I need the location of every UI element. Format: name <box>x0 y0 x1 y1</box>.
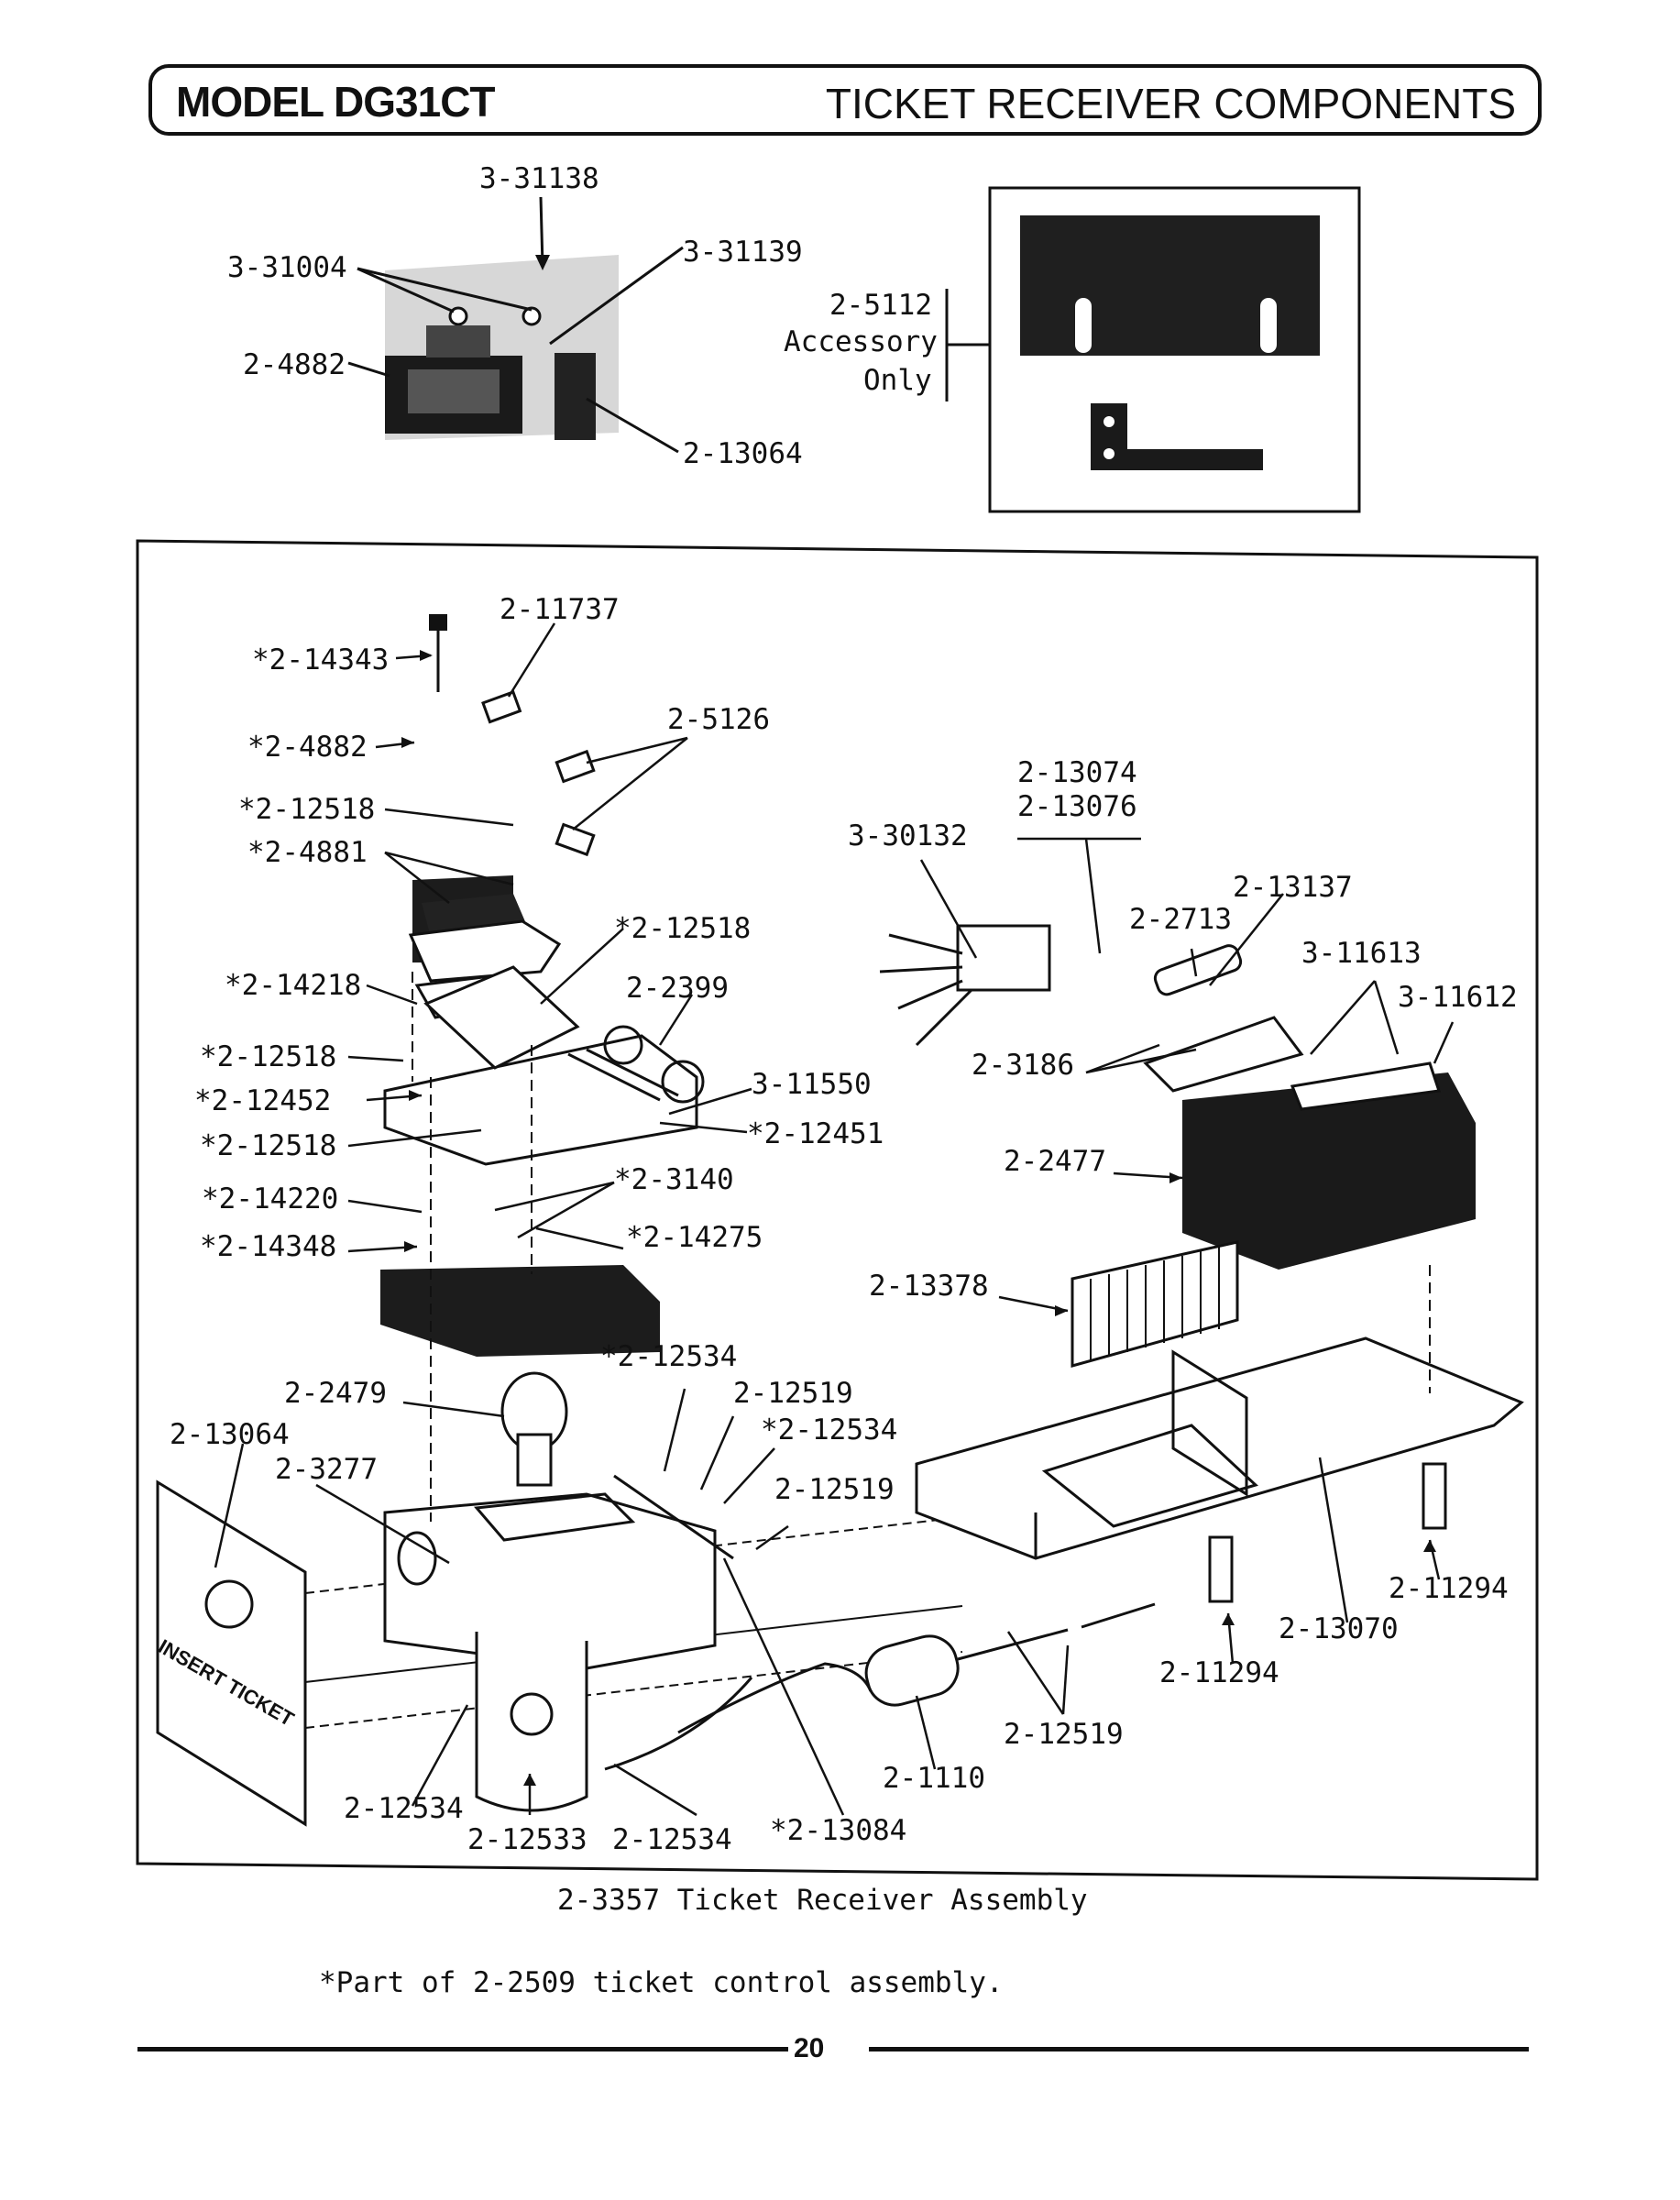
label-a10: *2-12518 <box>200 1040 337 1073</box>
label-a09: 2-2399 <box>626 972 729 1005</box>
label-a11: *2-12452 <box>194 1084 332 1117</box>
label-2-4882: 2-4882 <box>243 348 346 381</box>
label-a17: *2-14348 <box>200 1230 337 1263</box>
label-a31: 2-12519 <box>733 1377 853 1410</box>
label-a41: 2-12534 <box>344 1792 464 1825</box>
resistor-array <box>567 1025 705 1104</box>
label-a01: 2-11737 <box>500 593 620 626</box>
label-a12: *2-12518 <box>200 1129 337 1162</box>
label-a33: 2-13064 <box>170 1418 290 1451</box>
label-3-31138: 3-31138 <box>479 162 599 195</box>
label-a40: 2-1110 <box>883 1762 985 1795</box>
label-a38: 2-11294 <box>1159 1656 1279 1689</box>
label-a07: *2-12518 <box>614 912 752 945</box>
label-a39: 2-12519 <box>1004 1718 1124 1751</box>
footer-rule-right <box>869 2047 1529 2052</box>
label-a28: 2-13378 <box>869 1270 989 1303</box>
label-only: Only <box>863 364 932 397</box>
label-a18: *2-14275 <box>626 1221 763 1254</box>
label-a34: 2-3277 <box>275 1453 378 1486</box>
label-a23: 2-2713 <box>1129 903 1232 936</box>
model-name: MODEL DG31CT <box>176 78 496 126</box>
label-a19: 2-13074 <box>1017 756 1137 789</box>
footer-rule-left <box>137 2047 788 2052</box>
label-a05: *2-12518 <box>238 793 376 826</box>
section-title: TICKET RECEIVER COMPONENTS <box>825 80 1516 127</box>
assembly-caption: 2-3357 Ticket Receiver Assembly <box>557 1884 1088 1917</box>
label-a29: *2-12534 <box>600 1340 738 1373</box>
label-a27: 2-2477 <box>1004 1145 1106 1178</box>
label-a30: 2-2479 <box>284 1377 387 1410</box>
page-header: MODEL DG31CT TICKET RECEIVER COMPONENTS <box>148 64 1542 136</box>
label-a04: *2-4882 <box>247 731 368 764</box>
label-a42: 2-12533 <box>467 1823 587 1856</box>
label-2-5112: 2-5112 <box>829 289 932 322</box>
label-a03: 2-5126 <box>667 703 770 736</box>
label-a08: *2-14218 <box>225 969 362 1002</box>
footnote: *Part of 2-2509 ticket control assembly. <box>319 1966 1004 1999</box>
label-a43: 2-12534 <box>612 1823 732 1856</box>
label-a06: *2-4881 <box>247 836 368 869</box>
label-a16: *2-14220 <box>202 1182 339 1216</box>
label-a24: 3-11613 <box>1301 937 1422 970</box>
label-3-31004: 3-31004 <box>227 251 347 284</box>
label-a44: *2-13084 <box>770 1814 907 1847</box>
page-number: 20 <box>794 2033 825 2063</box>
label-a14: *2-12451 <box>747 1117 884 1150</box>
label-a36: 2-11294 <box>1389 1572 1509 1605</box>
label-2-13064: 2-13064 <box>683 437 803 470</box>
label-a25: 3-11612 <box>1398 981 1518 1014</box>
top-photo <box>385 255 619 440</box>
label-a15: *2-3140 <box>614 1163 734 1196</box>
label-accessory: Accessory <box>784 325 938 358</box>
label-a22: 2-13137 <box>1233 871 1353 904</box>
label-a20: 2-13076 <box>1017 790 1137 823</box>
label-a32: *2-12534 <box>761 1414 898 1446</box>
label-3-31139: 3-31139 <box>683 236 803 269</box>
label-a13: 3-11550 <box>752 1068 872 1101</box>
label-a35: 2-12519 <box>774 1473 895 1506</box>
label-a26: 2-3186 <box>972 1049 1074 1082</box>
label-a37: 2-13070 <box>1279 1612 1399 1645</box>
label-a02: *2-14343 <box>252 644 390 676</box>
label-a21: 3-30132 <box>848 820 968 852</box>
